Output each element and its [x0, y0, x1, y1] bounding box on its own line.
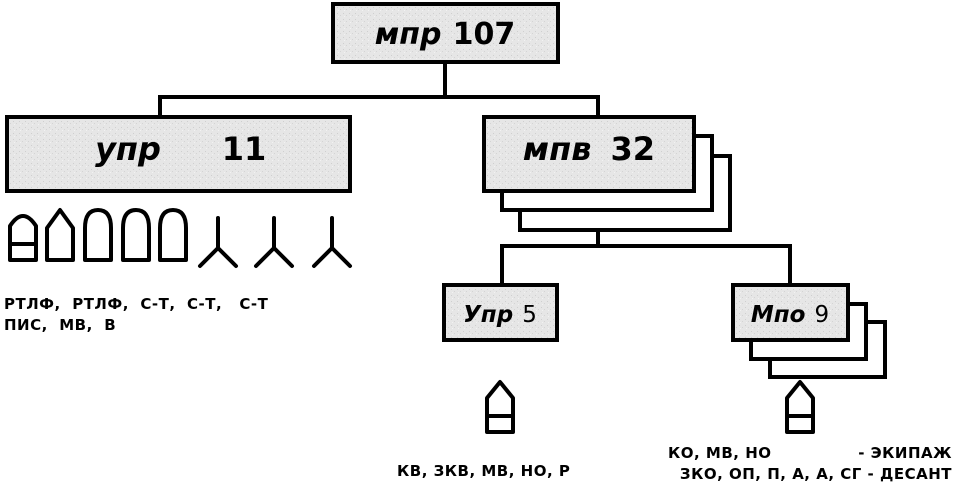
svg-text:Упр 5: Упр 5: [463, 302, 537, 328]
node-left-count: 11: [222, 130, 267, 168]
boat-icon: [121, 208, 151, 262]
node-sub-left-abbr: Упр: [463, 302, 513, 328]
node-top-abbr: мпр: [375, 17, 442, 52]
boat-icon: [8, 214, 38, 262]
svg-text:мпв 32: мпв 32: [523, 130, 655, 168]
node-right-count: 32: [611, 130, 656, 168]
node-sub-right-count: 9: [815, 302, 830, 328]
caption-left-line2: ПИС, МВ, В: [4, 316, 116, 334]
svg-text:Мпо 9: Мпо 9: [751, 302, 829, 328]
node-top: мпр 107: [331, 2, 560, 64]
boat-icon: [158, 208, 188, 262]
node-top-count: 107: [453, 17, 516, 52]
node-sub-left-count: 5: [522, 302, 537, 328]
caption-sub-right-line2: ЗКО, ОП, П, А, А, СГ - ДЕСАНТ: [680, 465, 952, 483]
tripod-icon: [312, 216, 352, 268]
node-left: упр 11: [5, 115, 352, 193]
tripod-icon: [254, 216, 294, 268]
boat-icon: [785, 380, 815, 434]
caption-left-line1: РТЛФ, РТЛФ, С-Т, С-Т, С-Т: [4, 295, 269, 313]
boat-icon: [485, 380, 515, 434]
caption-sub-right-line1-left: КО, МВ, НО: [668, 444, 772, 462]
node-left-abbr: упр: [95, 130, 161, 168]
node-right-abbr: мпв: [523, 130, 592, 168]
node-sub-right: Мпо 9: [731, 283, 887, 379]
tripod-icon: [198, 216, 238, 268]
boat-icon: [45, 208, 75, 262]
node-right: мпв 32: [482, 115, 732, 232]
svg-text:мпр 107: мпр 107: [375, 17, 515, 52]
caption-sub-right-line1-right: - ЭКИПАЖ: [858, 444, 952, 462]
caption-sub-left: КВ, ЗКВ, МВ, НО, Р: [397, 462, 570, 480]
left-icons: [8, 208, 352, 268]
node-sub-right-abbr: Мпо: [751, 302, 806, 328]
boat-icon: [83, 208, 113, 262]
node-sub-left: Упр 5: [442, 283, 559, 342]
connectors: [158, 60, 792, 287]
